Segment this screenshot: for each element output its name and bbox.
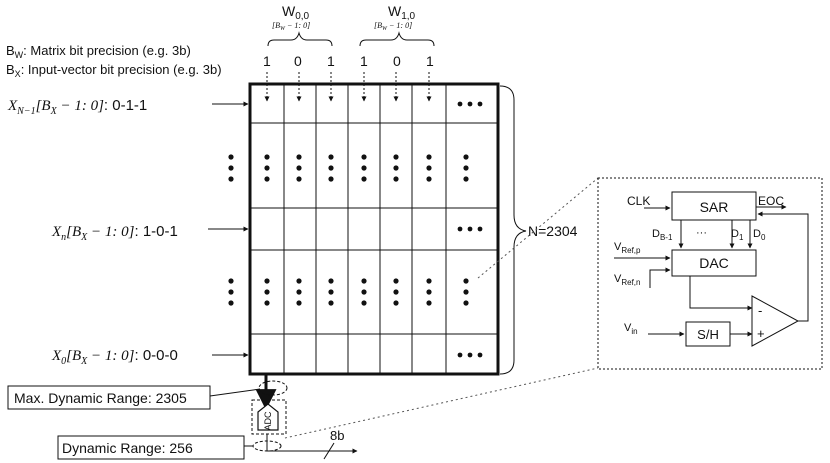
- sar-adc-inset: SAR CLK EOC DB-1 ··· D1 D0 DAC VRef,p VR…: [597, 177, 823, 370]
- zoom-lines: [284, 177, 599, 439]
- eoc-label: EOC: [758, 194, 784, 208]
- comparator: [751, 295, 800, 347]
- svg-text:[BW − 1: 0]: [BW − 1: 0]: [272, 21, 310, 32]
- d0-label: D0: [753, 228, 766, 242]
- clk-label: CLK: [627, 194, 650, 208]
- adc-label: ADC: [263, 411, 273, 431]
- adc-block: [257, 403, 279, 431]
- bit-value: 0: [393, 53, 401, 69]
- max-dynamic-range-label: Max. Dynamic Range: 2305: [14, 390, 187, 406]
- svg-text:XN−1[BX − 1: 0]: 0-1-1: XN−1[BX − 1: 0]: 0-1-1: [7, 97, 147, 117]
- adc-output-bits: 8b: [330, 428, 344, 443]
- adc-section: Max. Dynamic Range: 2305 ADC Dynamic Ran…: [7, 374, 358, 460]
- vin-label: Vin: [624, 322, 638, 336]
- weight-header-w00: W0,0 [BW − 1: 0]: [267, 3, 333, 47]
- bit-value: 1: [327, 53, 335, 69]
- bit-value: 1: [263, 53, 271, 69]
- max-range-marker: [258, 380, 288, 396]
- horizontal-ellipsis: [457, 101, 483, 358]
- vertical-ellipsis-row-lower: [228, 278, 469, 306]
- comparator-plus: +: [757, 326, 765, 341]
- vref-p-label: VRef,p: [614, 241, 641, 255]
- dac-label: DAC: [699, 255, 729, 271]
- d-ellipsis: ···: [696, 227, 707, 239]
- legend: BW: Matrix bit precision (e.g. 3b) BX: I…: [6, 43, 222, 79]
- array-border: [248, 82, 500, 376]
- svg-text:W1,0: W1,0: [388, 3, 416, 22]
- db1-label: DB-1: [652, 228, 673, 242]
- comparator-minus: -: [758, 303, 762, 318]
- max-dynamic-range-box: [7, 385, 211, 410]
- sar-block: [671, 191, 757, 221]
- weight-header-w10: W1,0 [BW − 1: 0]: [359, 3, 435, 47]
- input-row-top: XN−1[BX − 1: 0]: 0-1-1: [7, 97, 249, 117]
- vertical-ellipsis-row-upper: [228, 154, 469, 182]
- svg-text:W0,0: W0,0: [282, 3, 310, 22]
- dynamic-range-box: [57, 435, 245, 460]
- legend-bw: BW: Matrix bit precision (e.g. 3b): [6, 43, 191, 60]
- crossbar-array: [228, 72, 500, 376]
- input-row-bot: X0[BX − 1: 0]: 0-0-0: [51, 347, 249, 367]
- svg-text:Xn[BX − 1: 0]: 1-0-1: Xn[BX − 1: 0]: 1-0-1: [51, 223, 178, 243]
- d1-label: D1: [731, 228, 744, 242]
- input-row-mid: Xn[BX − 1: 0]: 1-0-1: [51, 223, 249, 243]
- vref-n-label: VRef,n: [614, 273, 640, 287]
- w10-brace: [359, 31, 435, 47]
- bit-value: 0: [294, 53, 302, 69]
- array-size-label: N=2304: [528, 223, 578, 239]
- adc-highlight: [251, 399, 287, 435]
- sar-label: SAR: [700, 199, 729, 215]
- svg-text:[BW − 1: 0]: [BW − 1: 0]: [374, 21, 412, 32]
- dac-block: [671, 249, 757, 277]
- sample-hold-label: S/H: [697, 327, 719, 342]
- dynamic-range-label: Dynamic Range: 256: [62, 440, 193, 456]
- w00-brace: [267, 31, 333, 47]
- array-size-brace: N=2304: [499, 85, 578, 375]
- weight-bits: 1 0 1 1 0 1: [263, 53, 434, 69]
- svg-text:X0[BX − 1: 0]: 0-0-0: X0[BX − 1: 0]: 0-0-0: [51, 347, 178, 367]
- legend-bx: BX: Input-vector bit precision (e.g. 3b): [6, 62, 222, 79]
- sample-hold-block: [685, 321, 731, 347]
- bit-value: 1: [426, 53, 434, 69]
- bit-value: 1: [360, 53, 368, 69]
